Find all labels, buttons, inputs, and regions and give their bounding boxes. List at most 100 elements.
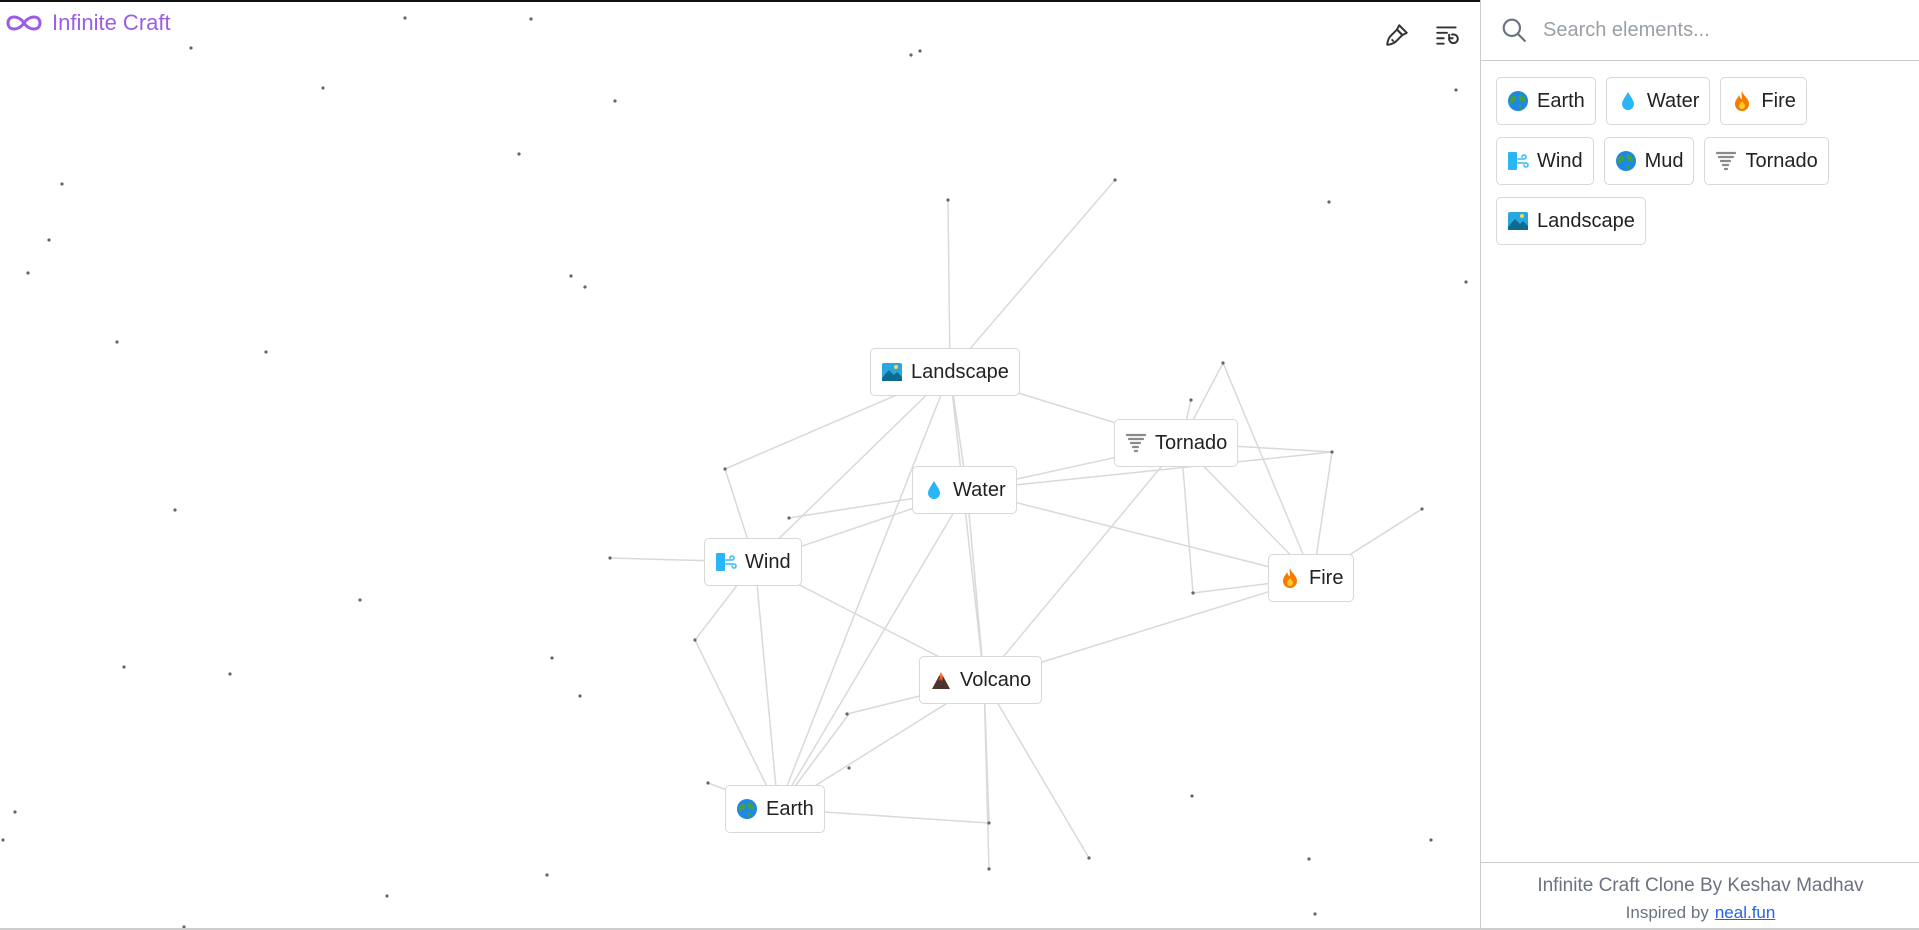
tornado-icon <box>1715 150 1737 172</box>
clear-history-button[interactable] <box>1430 18 1464 52</box>
particle-dot <box>47 238 51 242</box>
connection-line <box>966 489 1314 579</box>
canvas-node-water[interactable]: Water <box>912 466 1017 514</box>
particle-dot <box>847 766 851 770</box>
element-item-wind[interactable]: Wind <box>1496 137 1594 185</box>
element-item-tornado[interactable]: Tornado <box>1704 137 1829 185</box>
particle-dot <box>517 152 521 156</box>
particle-dot <box>918 49 922 53</box>
particle-dot <box>909 53 913 57</box>
particle-dot <box>529 17 533 21</box>
element-item-earth[interactable]: Earth <box>1496 77 1596 125</box>
particle-dot <box>946 198 950 202</box>
search-icon <box>1502 18 1526 42</box>
particle-dot <box>693 638 697 642</box>
connection-line <box>983 679 990 870</box>
particle-dot <box>1191 591 1195 595</box>
particle-dot <box>613 99 617 103</box>
particle-dot <box>321 86 325 90</box>
connection-line <box>949 179 1116 373</box>
particle-dot <box>189 46 193 50</box>
earth-icon <box>1507 90 1529 112</box>
brush-icon <box>1386 24 1408 46</box>
particle-dot <box>1087 856 1091 860</box>
particle-dot <box>26 271 30 275</box>
particle-dot <box>1330 450 1334 454</box>
wind-icon <box>1507 150 1529 172</box>
particle-dot <box>569 274 573 278</box>
element-item-fire[interactable]: Fire <box>1720 77 1807 125</box>
canvas-node-earth[interactable]: Earth <box>725 785 825 833</box>
landscape-icon <box>881 361 903 383</box>
element-label: Wind <box>1537 149 1583 172</box>
particle-dot <box>987 867 991 871</box>
connection-line <box>966 489 985 681</box>
particle-dot <box>264 350 268 354</box>
particle-dot <box>1454 88 1458 92</box>
connection-line <box>777 489 968 810</box>
connection-line <box>983 679 1090 859</box>
landscape-icon <box>1507 210 1529 232</box>
infinity-icon <box>6 15 42 31</box>
connection-line <box>947 199 951 373</box>
element-label: Water <box>1646 89 1700 112</box>
particle-dot <box>550 656 554 660</box>
particle-dot <box>122 665 126 669</box>
craft-canvas[interactable]: Infinite Craft Landscape Tornado Water <box>0 0 1480 930</box>
canvas-node-tornado[interactable]: Tornado <box>1114 419 1239 467</box>
connection-line <box>754 561 779 810</box>
search-bar <box>1481 0 1919 61</box>
particle-dot <box>1429 838 1433 842</box>
connection-line <box>777 371 951 810</box>
element-label: Landscape <box>1537 209 1635 232</box>
node-label: Volcano <box>960 668 1032 691</box>
particle-dot <box>1221 361 1225 365</box>
node-label: Fire <box>1309 566 1344 589</box>
particle-dot <box>987 821 991 825</box>
window-top-border <box>0 0 1919 2</box>
particle-dot <box>845 712 849 716</box>
volcano-icon <box>930 669 952 691</box>
connection-line <box>949 371 985 681</box>
particle-dot <box>1189 398 1193 402</box>
particle-dot <box>115 340 119 344</box>
particle-dot <box>1420 507 1424 511</box>
element-label: Tornado <box>1745 149 1818 172</box>
element-item-water[interactable]: Water <box>1605 77 1711 125</box>
connection-line <box>966 451 1333 491</box>
connection-line <box>754 371 951 563</box>
particle-dot <box>1464 280 1468 284</box>
particle-dot <box>358 598 362 602</box>
particle-dot <box>723 467 727 471</box>
clear-history-icon <box>1436 26 1459 45</box>
canvas-node-volcano[interactable]: Volcano <box>919 656 1043 704</box>
brush-button[interactable] <box>1380 18 1414 52</box>
particle-dot <box>1313 912 1317 916</box>
particle-dot <box>1 838 5 842</box>
element-item-mud[interactable]: Mud <box>1603 137 1695 185</box>
particle-dot <box>578 694 582 698</box>
canvas-node-wind[interactable]: Wind <box>704 538 802 586</box>
elements-sidebar: Earth Water Fire Wind Mud <box>1480 0 1919 930</box>
particle-dot <box>13 810 17 814</box>
window-bottom-border <box>0 928 1919 930</box>
search-input[interactable] <box>1541 17 1885 43</box>
fire-icon <box>1279 567 1301 589</box>
water-icon <box>1617 90 1639 112</box>
tornado-icon <box>1125 432 1147 454</box>
particle-dot <box>608 556 612 560</box>
particle-dot <box>787 516 791 520</box>
particle-dot <box>228 672 232 676</box>
element-list: Earth Water Fire Wind Mud <box>1496 77 1906 245</box>
element-label: Fire <box>1761 89 1796 112</box>
sidebar-footer: Infinite Craft Clone By Keshav Madhav In… <box>1481 862 1919 930</box>
canvas-node-landscape[interactable]: Landscape <box>870 348 1020 396</box>
connection-line <box>694 639 779 810</box>
canvas-node-fire[interactable]: Fire <box>1268 554 1355 602</box>
particle-dot <box>583 285 587 289</box>
neal-fun-link[interactable]: neal.fun <box>1714 903 1776 922</box>
element-item-landscape[interactable]: Landscape <box>1496 197 1646 245</box>
water-icon <box>923 479 945 501</box>
node-label: Water <box>953 478 1006 501</box>
